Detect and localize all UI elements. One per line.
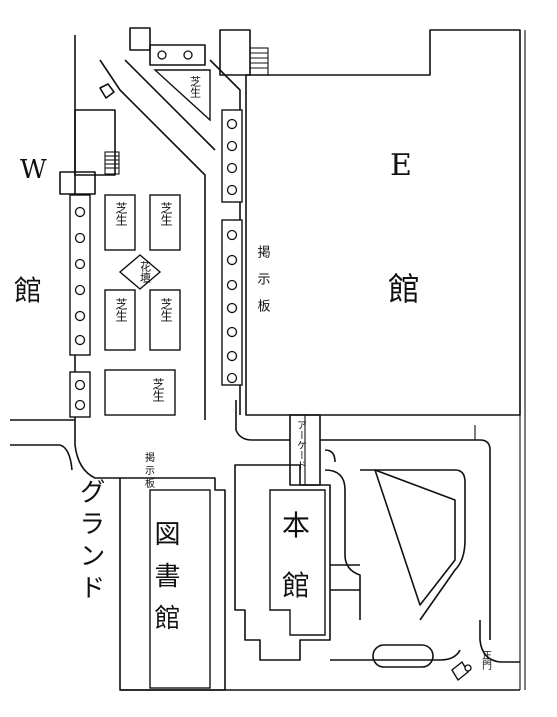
library-label: 図書館 [150,520,180,646]
path-under-e [235,400,290,441]
e-building-letter: E [390,148,412,183]
w-building-letter: W [20,155,47,185]
e-pillar-row-2 [221,219,243,386]
road-corner [74,420,120,479]
lawn-2 [149,194,181,251]
road-curve [59,444,73,471]
w-building-kanji: 館 [14,274,42,307]
lawn-2-label: 芝生 [159,201,173,226]
lawn-top-label: 芝生 [189,76,202,98]
e-building [245,29,521,416]
w-pillar-row [69,194,91,356]
lawn-5 [104,369,176,416]
w-pillar-row-2 [69,371,91,418]
notice-board-library: 掲示板 [143,452,155,491]
oval-island [372,644,434,668]
garden-path-diagonal [99,59,206,420]
main-gate-label: 正門 [480,650,492,671]
small-curve [324,449,336,463]
w-building-entrance [59,171,96,195]
w-circle-6 [74,334,86,346]
e-circle-4 [226,184,238,196]
top-circle-2 [183,50,193,60]
lawn-4 [149,289,181,351]
lawn-top [153,69,211,122]
lawn-3-label: 芝生 [114,297,128,322]
e-circle-11 [226,372,238,384]
flower-bed-label: 花壇 [139,261,152,283]
e-circle-1 [226,118,238,130]
library-building [149,489,211,689]
w-circle-3 [74,258,86,270]
gate-post [464,664,472,672]
w-circle-1 [74,206,86,218]
e-circle-10 [226,350,238,362]
top-structure-1 [129,27,151,51]
e-circle-6 [226,254,238,266]
w-circle-7 [74,379,86,391]
stairs-north [249,47,269,76]
arcade-label: アーケード [295,420,307,470]
main-building-hon: 本 [282,509,310,542]
road-inner-right [360,469,466,621]
w-building-annex [74,109,116,176]
main-building-kan: 館 [282,569,310,602]
flower-bed [118,254,162,290]
road-east-loop [320,439,491,640]
e-circle-5 [226,229,238,241]
w-circle-5 [74,310,86,322]
notice-board-east: 掲示板 [255,244,271,326]
w-circle-4 [74,284,86,296]
w-circle-2 [74,232,86,244]
road-south [330,649,461,661]
lawn-3 [104,289,136,351]
e-circle-3 [226,162,238,174]
lawn-1 [104,194,136,251]
e-circle-9 [226,326,238,338]
triangle-island [374,469,456,606]
top-structure-3 [219,29,251,76]
ground-label: グランド [75,478,105,606]
main-building [269,489,326,636]
top-structure-2 [149,44,206,66]
gate-house [451,660,469,682]
garden-path-diagonal-2 [124,59,216,151]
top-circle-1 [157,50,167,60]
road-inner-left [324,469,361,620]
e-circle-7 [226,279,238,291]
garden-marker [99,83,115,99]
stairs-west [104,151,120,175]
w-circle-8 [74,399,86,411]
lawn-1-label: 芝生 [114,201,128,226]
e-building-kanji: 館 [388,270,420,308]
e-circle-8 [226,302,238,314]
main-building-site [234,464,331,661]
gate-road [479,620,520,663]
e-circle-2 [226,140,238,152]
lawn-4-label: 芝生 [159,297,173,322]
e-pillar-row-1 [221,109,243,203]
lawn-5-label: 芝生 [151,377,165,402]
